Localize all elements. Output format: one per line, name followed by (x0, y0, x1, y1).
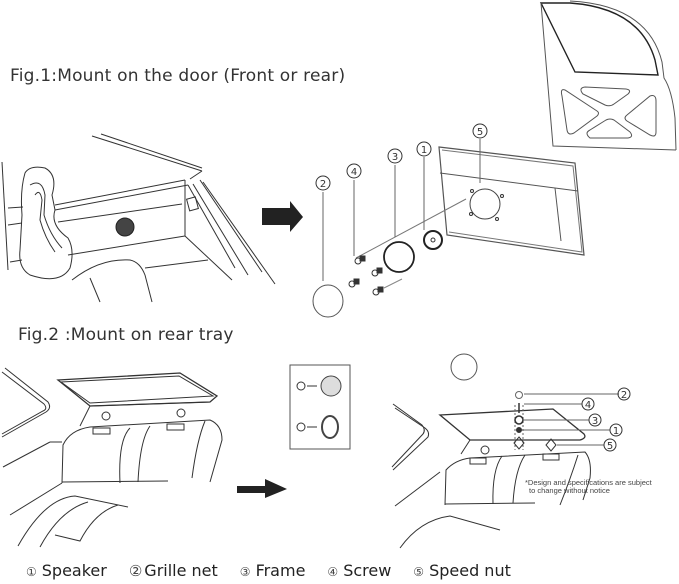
callout-2: 2 (617, 387, 631, 401)
legend-label: Frame (255, 561, 306, 580)
design-notice: *Design and specifications are subject t… (525, 479, 652, 495)
frame-ring-icon (321, 415, 339, 439)
fig2-exploded-view: 2 4 3 1 5 (391, 353, 631, 549)
legend-label: Screw (343, 561, 392, 580)
parts-box (289, 364, 351, 450)
legend-number: ③ (239, 565, 251, 579)
legend-item-frame: ③ Frame (240, 561, 306, 580)
callout-5: 5 (472, 123, 488, 139)
callout-3: 3 (387, 148, 403, 164)
fig1-title: Fig.1:Mount on the door (Front or rear) (10, 66, 346, 86)
notice-line-1: *Design and specifications are subject (525, 478, 652, 487)
notice-line-2: to change without notice (529, 486, 610, 495)
svg-text:4: 4 (351, 167, 357, 178)
rear-tray-illustration (1, 367, 223, 548)
car-door-illustration (539, 0, 677, 151)
arrow-right-icon (237, 479, 287, 498)
screw-parts-icon (348, 255, 384, 296)
svg-text:4: 4 (585, 400, 591, 411)
callout-3: 3 (588, 413, 602, 427)
svg-text:5: 5 (477, 127, 483, 138)
callout-2: 2 (315, 175, 331, 191)
fig2-title: Fig.2 :Mount on rear tray (18, 325, 234, 345)
legend-label: Speed nut (429, 561, 511, 580)
legend-number: ① (26, 565, 37, 579)
frame-part-icon (383, 241, 415, 273)
svg-text:2: 2 (621, 390, 627, 401)
callout-4: 4 (346, 163, 362, 179)
legend-number: ② (128, 562, 143, 580)
car-interior-door-illustration (1, 133, 276, 303)
svg-text:3: 3 (592, 416, 598, 427)
speaker-part-icon (423, 230, 443, 250)
callout-1: 1 (609, 423, 623, 437)
svg-text:1: 1 (613, 426, 619, 437)
legend-number: ⑤ (413, 565, 425, 579)
grille-part-icon (312, 284, 344, 318)
legend-label: Speaker (41, 561, 107, 580)
legend-item-screw: ④ Screw (327, 561, 391, 580)
callout-4: 4 (581, 397, 595, 411)
grille-net-icon (320, 375, 342, 397)
svg-text:1: 1 (421, 145, 427, 156)
svg-text:2: 2 (320, 179, 326, 190)
legend-label: Grille net (144, 561, 218, 580)
legend-item-speed-nut: ⑤ Speed nut (413, 561, 511, 580)
legend-number: ④ (327, 565, 339, 579)
callout-1: 1 (416, 141, 432, 157)
svg-text:3: 3 (392, 152, 398, 163)
speaker-hole-icon (115, 217, 135, 237)
svg-text:5: 5 (607, 441, 613, 452)
arrow-right-icon (262, 201, 303, 232)
fig1-exploded-view: 2 4 3 1 5 (312, 123, 585, 318)
legend-item-speaker: ① Speaker (26, 561, 107, 580)
callout-5: 5 (603, 438, 617, 452)
